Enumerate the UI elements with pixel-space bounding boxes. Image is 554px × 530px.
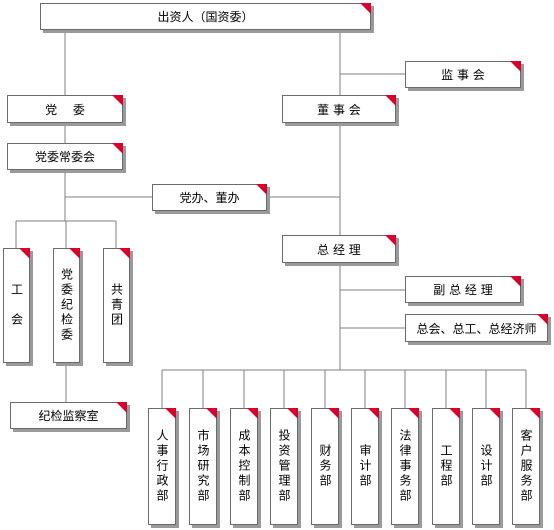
node-party-committee: 党 委 — [7, 95, 123, 123]
department-cost-control: 成本控制部 — [230, 408, 258, 525]
department-investment-management: 投资管理部 — [270, 408, 298, 525]
department-design: 设计部 — [472, 408, 500, 525]
node-supervisory-board: 监 事 会 — [405, 61, 521, 88]
department-audit: 审计部 — [351, 408, 379, 525]
node-general-manager: 总 经 理 — [282, 235, 396, 263]
department-customer-service: 客户服务部 — [512, 408, 540, 525]
node-investor: 出资人（国资委） — [40, 3, 371, 30]
department-engineering: 工程部 — [432, 408, 460, 525]
node-party-board-office: 党办、董办 — [152, 184, 267, 211]
node-youth-league: 共青团 — [103, 248, 130, 363]
department-finance: 财务部 — [311, 408, 339, 525]
node-discipline-inspection-office: 纪检监察室 — [10, 402, 127, 429]
department-legal-affairs: 法律事务部 — [391, 408, 419, 525]
node-party-standing-committee: 党委常委会 — [7, 143, 123, 170]
node-discipline-committee: 党委纪检委 — [53, 248, 80, 363]
node-labor-union: 工 会 — [3, 248, 30, 363]
node-chief-officers: 总会、总工、总经济师 — [405, 314, 548, 342]
department-hr-admin: 人事行政部 — [148, 408, 176, 525]
department-market-research: 市场研究部 — [189, 408, 217, 525]
node-board-of-directors: 董 事 会 — [282, 95, 396, 123]
node-deputy-general-manager: 副 总 经 理 — [405, 276, 521, 303]
